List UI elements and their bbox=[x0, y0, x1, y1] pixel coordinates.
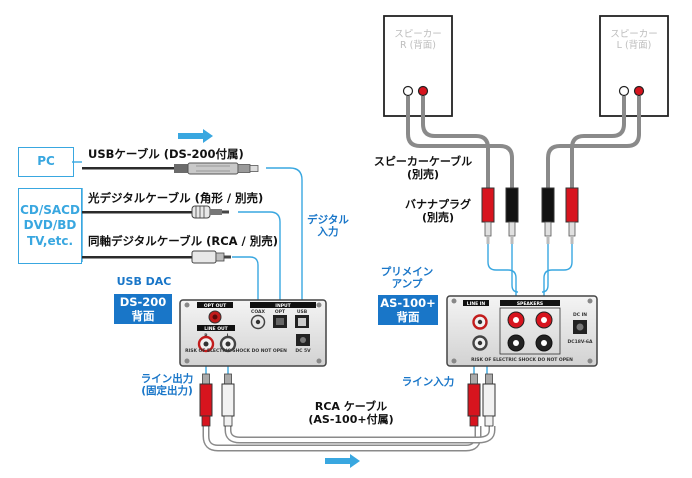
rca-cable-label: RCA ケーブル(AS-100+付属) bbox=[308, 400, 394, 426]
signal-arrow-top bbox=[178, 129, 213, 143]
speaker-cable-label: スピーカーケーブル(別売) bbox=[373, 155, 473, 181]
svg-text:RISK OF ELECTRIC SHOCK DO NOT: RISK OF ELECTRIC SHOCK DO NOT OPEN bbox=[185, 348, 287, 354]
disc-line-2: DVD/BD bbox=[23, 218, 77, 233]
svg-text:INPUT: INPUT bbox=[275, 303, 291, 309]
svg-text:DC18V-6A: DC18V-6A bbox=[568, 339, 593, 345]
speaker-right bbox=[383, 15, 453, 117]
svg-text:DC IN: DC IN bbox=[573, 312, 587, 318]
optical-cable bbox=[82, 205, 229, 219]
coaxial-cable bbox=[82, 250, 231, 264]
rca-cable bbox=[202, 426, 496, 452]
svg-text:DC 5V: DC 5V bbox=[295, 348, 311, 354]
pc-source-box: PC bbox=[18, 147, 74, 177]
disc-source-box: CD/SACD DVD/BD TV,etc. bbox=[18, 188, 82, 264]
banana-plug-label: バナナプラグ(別売) bbox=[405, 198, 471, 224]
disc-line-3: TV,etc. bbox=[26, 233, 74, 248]
amp-model-tag: AS-100+背面 bbox=[378, 295, 438, 325]
as100-rear-panel: LINE IN SPEAKERS DC IN DC18V-6A RISK OF … bbox=[446, 295, 598, 367]
svg-text:RISK OF ELECTRIC SHOCK DO NOT: RISK OF ELECTRIC SHOCK DO NOT OPEN bbox=[471, 357, 573, 363]
svg-text:LINE OUT: LINE OUT bbox=[204, 326, 228, 332]
banana-plugs bbox=[481, 187, 579, 244]
svg-text:OPT: OPT bbox=[275, 309, 286, 315]
digital-input-label: デジタル入力 bbox=[307, 214, 349, 239]
rca-plugs-amp-side bbox=[467, 373, 496, 427]
svg-text:OPT OUT: OPT OUT bbox=[204, 303, 227, 309]
rca-plugs-dac-side bbox=[199, 373, 235, 427]
dac-caption: USB DAC bbox=[116, 275, 172, 288]
svg-text:SPEAKERS: SPEAKERS bbox=[517, 301, 543, 307]
coaxial-cable-label: 同軸デジタルケーブル (RCA / 別売) bbox=[88, 234, 278, 248]
line-out-label: ライン出力(固定出力) bbox=[140, 373, 194, 398]
svg-text:LINE IN: LINE IN bbox=[467, 301, 486, 307]
signal-routing-lines bbox=[205, 167, 573, 374]
optical-cable-label: 光デジタルケーブル (角形 / 別売) bbox=[88, 191, 264, 205]
ds200-rear-panel: OPT OUT LINE OUT R L INPUT COAX OPT USB … bbox=[179, 299, 327, 367]
amp-caption: プリメインアンプ bbox=[380, 266, 434, 291]
disc-line-1: CD/SACD bbox=[20, 202, 80, 217]
speaker-cables bbox=[406, 96, 641, 188]
speaker-left bbox=[599, 15, 669, 117]
svg-text:USB: USB bbox=[297, 309, 308, 315]
pc-label: PC bbox=[37, 154, 55, 169]
usb-cable-label: USBケーブル (DS-200付属) bbox=[88, 147, 244, 161]
line-in-label: ライン入力 bbox=[401, 376, 455, 388]
usb-cable bbox=[82, 162, 259, 175]
svg-text:COAX: COAX bbox=[251, 309, 265, 315]
signal-arrow-bottom bbox=[325, 454, 360, 468]
